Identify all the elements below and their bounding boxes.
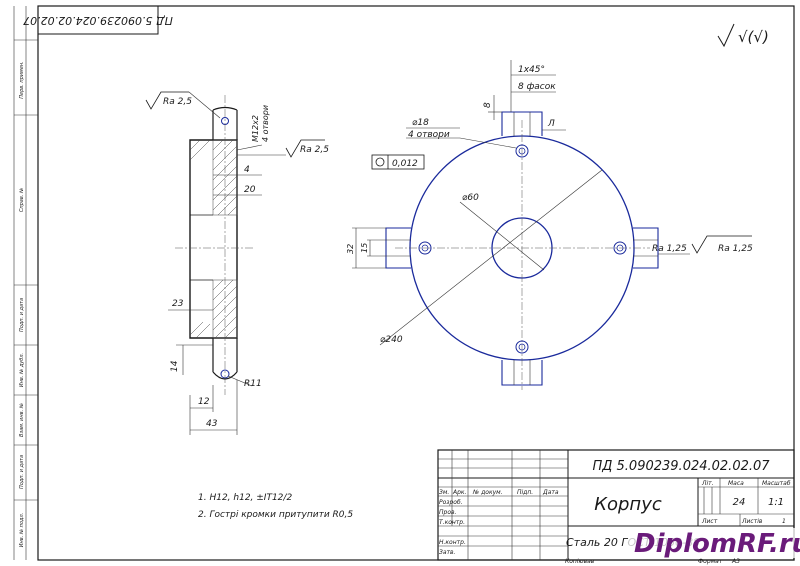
dim-4: 4 xyxy=(244,165,250,175)
side-ra-right: Ra 2,5 xyxy=(300,145,329,155)
strip-label-6: Подп. и дата xyxy=(19,455,25,489)
note-1: 1. H12, h12, ±IT12/2 xyxy=(198,493,292,503)
strip-label-2: Справ. № xyxy=(19,188,25,212)
side-view: Ra 2,5 M12x2 4 отвори Ra 2,5 4 20 23 14 … xyxy=(145,91,329,435)
col-lit: Літ. xyxy=(701,480,714,487)
technical-notes: 1. H12, h12, ±IT12/2 2. Гострі кромки пр… xyxy=(198,493,353,520)
flatness-value: 0,012 xyxy=(392,159,418,169)
dim-14: 14 xyxy=(170,360,180,372)
dim-l: Л xyxy=(547,119,555,129)
dim-43: 43 xyxy=(206,419,218,429)
part-name: Корпус xyxy=(594,494,662,515)
dim-32: 32 xyxy=(346,244,355,254)
strip-label-4: Инв. № дубл. xyxy=(19,353,25,387)
document-code: ПД 5.090239.024.02.02.07 xyxy=(592,459,770,474)
front-view: 1x45° 8 фасок 8 Л ⌀18 4 отвори 0,012 ⌀60… xyxy=(346,60,753,390)
chamfer-count: 8 фасок xyxy=(518,82,556,92)
general-roughness: √(√) xyxy=(717,23,769,48)
scale-value: 1:1 xyxy=(768,497,784,508)
left-strip: Перв. примен. Справ. № Подп. и дата Инв.… xyxy=(13,6,38,560)
strip-label-3: Подп. и дата xyxy=(19,298,25,332)
sheet-border xyxy=(37,5,795,561)
dim-23: 23 xyxy=(172,299,184,309)
role-ncontrol: Н.контр. xyxy=(439,539,466,546)
radius-r11: R11 xyxy=(244,379,262,389)
row-doc: № докум. xyxy=(472,489,503,496)
watermark-text: DiplomRF.ru xyxy=(634,529,800,559)
roughness-symbol-text: √(√) xyxy=(738,28,769,46)
rotated-stamp-text: ПД 5.090239.024.02.02.07 xyxy=(23,14,173,27)
rotated-stamp: ПД 5.090239.024.02.02.07 xyxy=(23,5,173,35)
hole-count: 4 отвори xyxy=(408,130,450,140)
role-tcontrol: Т.контр. xyxy=(439,519,465,526)
role-developer: Розроб. xyxy=(439,499,463,506)
col-scale: Масштаб xyxy=(762,480,791,487)
format-value: А3 xyxy=(731,558,740,565)
hole-diameter: ⌀18 xyxy=(412,118,429,128)
note-2: 2. Гострі кромки притупити R0,5 xyxy=(198,510,353,520)
dim-15: 15 xyxy=(360,243,369,253)
strip-label-1: Перв. примен. xyxy=(19,61,25,99)
chamfer-size: 1x45° xyxy=(518,65,545,75)
mass-value: 24 xyxy=(733,497,746,508)
sheet-label: Лист xyxy=(701,518,718,525)
format-label: Формат xyxy=(698,558,723,565)
row-date: Дата xyxy=(542,489,559,496)
ra-slot-2: Ra 1,25 xyxy=(718,244,753,254)
dim-20: 20 xyxy=(244,185,256,195)
col-mass: Маса xyxy=(728,480,744,487)
row-sign: Підп. xyxy=(517,489,533,496)
row-zm: Зм. xyxy=(439,489,449,496)
ra-slot: Ra 1,25 xyxy=(652,244,687,254)
strip-label-5: Взам. инв. № xyxy=(19,403,25,437)
row-ark: Арк. xyxy=(452,489,467,496)
sheets-label: Листів xyxy=(741,518,763,525)
thread-count-label: 4 отвори xyxy=(261,105,270,142)
dim-12: 12 xyxy=(198,397,210,407)
copied-label: Копіював xyxy=(565,558,595,565)
flatness-frame xyxy=(371,154,425,170)
inner-diameter: ⌀60 xyxy=(462,193,479,203)
thread-label: M12x2 xyxy=(251,115,260,142)
outer-diameter: ⌀240 xyxy=(380,335,403,345)
role-approve: Затв. xyxy=(439,549,456,556)
dim-8: 8 xyxy=(483,102,493,108)
strip-label-7: Инв. № подл. xyxy=(19,513,25,548)
watermark: DiplomRF.ru xyxy=(628,528,800,559)
side-ra-top: Ra 2,5 xyxy=(163,97,192,107)
sheets-value: 1 xyxy=(782,518,786,525)
role-checker: Пров. xyxy=(439,509,457,516)
